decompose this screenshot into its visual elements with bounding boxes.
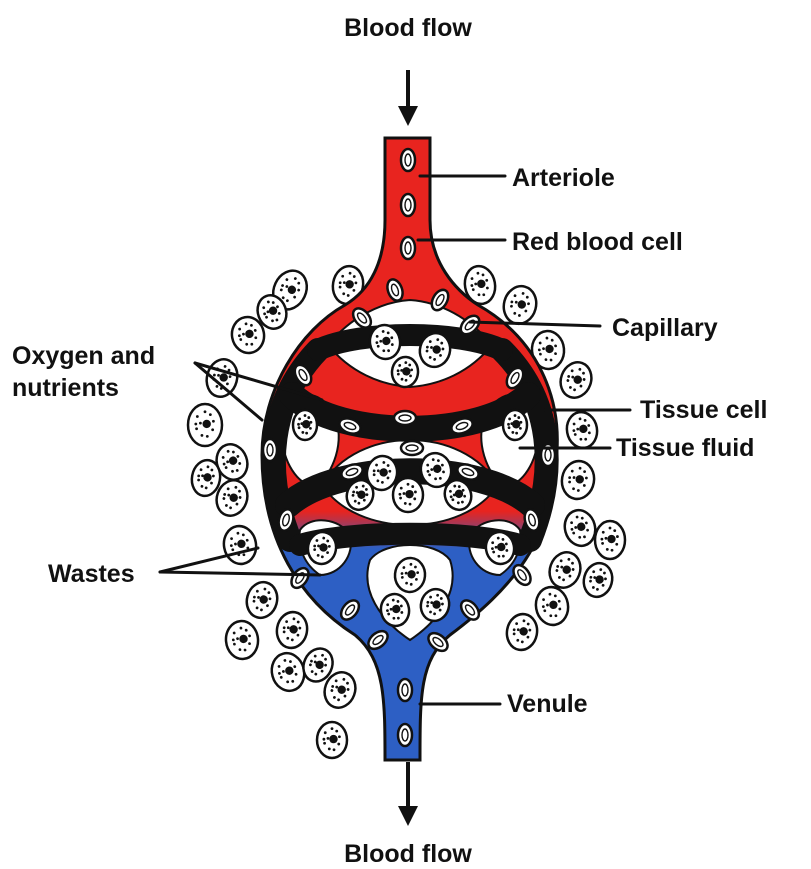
tissue-cell <box>188 404 222 446</box>
tissue-cell <box>504 612 540 653</box>
tissue-cell <box>317 722 347 758</box>
red-blood-cell <box>401 441 423 455</box>
label-red-blood-cell: Red blood cell <box>512 228 683 256</box>
tissue-cell <box>559 459 597 502</box>
tissue-cell <box>533 585 571 628</box>
tissue-cell <box>595 521 625 559</box>
tissue-cell <box>391 356 420 388</box>
tissue-cell <box>564 410 600 451</box>
label-wastes: Wastes <box>48 560 135 588</box>
red-blood-cell <box>398 679 412 701</box>
label-capillary: Capillary <box>612 314 718 342</box>
tissue-cell <box>293 410 317 440</box>
red-blood-cell <box>263 439 277 461</box>
red-blood-cell <box>401 149 415 171</box>
label-nutrients: nutrients <box>12 374 119 402</box>
tissue-cell <box>545 548 586 592</box>
tissue-cell <box>203 356 242 400</box>
label-tissue-fluid: Tissue fluid <box>616 434 754 462</box>
red-blood-cell <box>394 411 416 425</box>
label-oxygen-and: Oxygen and <box>12 342 155 370</box>
red-blood-cell <box>398 724 412 746</box>
tissue-cell <box>500 283 541 328</box>
tissue-cell <box>274 610 310 651</box>
tissue-cell <box>221 524 259 567</box>
tissue-cell <box>268 650 309 695</box>
tissue-cell <box>393 478 423 512</box>
tissue-cell <box>580 560 616 600</box>
red-blood-cell <box>401 194 415 216</box>
tissue-cell <box>556 358 597 402</box>
tissue-cell <box>224 620 259 661</box>
red-blood-cell <box>401 237 415 259</box>
label-blood-flow-bottom: Blood flow <box>344 840 472 868</box>
label-arteriole: Arteriole <box>512 164 615 192</box>
tissue-cell <box>243 579 281 622</box>
label-venule: Venule <box>507 690 588 718</box>
label-blood-flow-top: Blood flow <box>344 14 472 42</box>
label-tissue-cell: Tissue cell <box>640 396 767 424</box>
tissue-cell <box>503 410 527 440</box>
tissue-cell <box>561 507 599 550</box>
